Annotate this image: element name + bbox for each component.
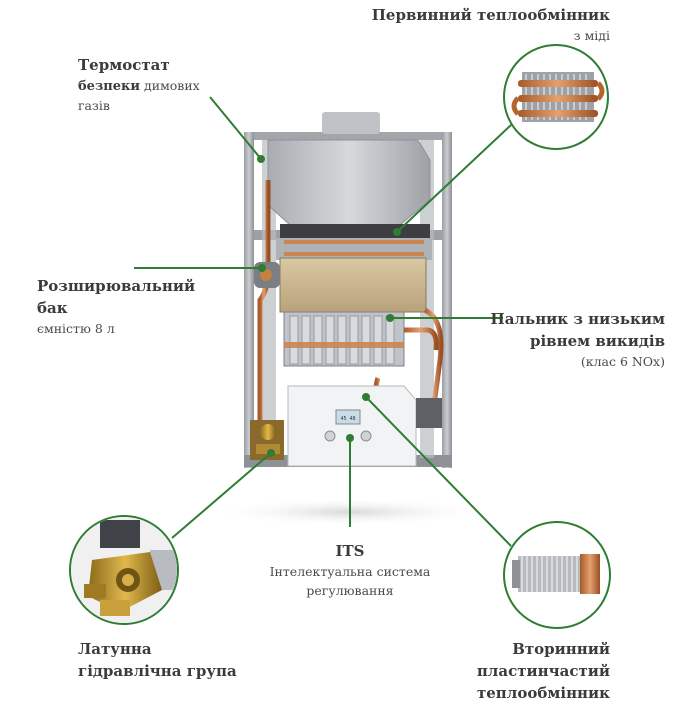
expansion-title-2: бак	[37, 299, 68, 317]
primary-hx-title: Первинний теплообмінник	[371, 6, 610, 24]
combustion-chamber	[279, 257, 427, 313]
dot-brass	[267, 449, 275, 457]
leader-dots	[257, 155, 401, 457]
burner-subtitle: (клас 6 NOx)	[580, 354, 665, 369]
leader-lines	[134, 96, 512, 547]
callout-its: ITS Інтелектуальна система регулювання	[250, 540, 450, 600]
leader-thermostat	[209, 96, 262, 160]
plate-heat-exchanger-icon	[503, 521, 611, 629]
dot-burner	[386, 314, 394, 322]
primary-heat-exchanger	[276, 238, 432, 260]
its-title: ITS	[335, 542, 365, 560]
dot-thermostat	[257, 155, 265, 163]
burner-title-1: Пальник з низьким	[490, 310, 665, 328]
callout-primary-heat-exchanger: Первинний теплообмінник з міді	[330, 4, 610, 45]
secondary-hx-title-3: теплообмінник	[476, 684, 610, 702]
thermostat-sub-rest: димових	[140, 78, 200, 93]
expansion-vessel	[254, 262, 280, 288]
thermostat-title: Термостат	[78, 56, 170, 74]
callout-expansion-vessel: Розширювальний бак ємністю 8 л	[37, 275, 207, 338]
leader-brass	[171, 452, 272, 539]
expansion-title-1: Розширювальний	[37, 277, 196, 295]
callout-secondary-heat-exchanger: Вторинний пластинчастий теплообмінник	[410, 638, 610, 704]
its-subtitle-2: регулювання	[306, 583, 394, 598]
burner	[283, 311, 405, 367]
burner-title-2: рівнем викидів	[529, 332, 665, 350]
callout-brass-group: Латунна гідравлічна група	[78, 638, 278, 682]
brass-title-2: гідравлічна група	[78, 662, 237, 680]
thermostat-subtitle: безпеки димових	[78, 76, 238, 96]
brass-valve-icon	[69, 515, 179, 625]
its-display-readout: 45 48	[340, 416, 355, 422]
its-control-box	[287, 385, 417, 467]
dot-its	[346, 434, 354, 442]
leader-primary-hx	[396, 124, 512, 233]
brass-title-1: Латунна	[78, 640, 152, 658]
copper-coil-icon	[503, 44, 609, 150]
leader-secondary-hx	[365, 396, 512, 547]
secondary-hx-title-1: Вторинний	[512, 640, 610, 658]
callout-thermostat: Термостат безпеки димових газів	[78, 54, 238, 115]
dot-secondary-hx	[362, 393, 370, 401]
gas-valve	[416, 398, 442, 428]
thermostat-sub-bold: безпеки	[78, 79, 141, 94]
expansion-subtitle: ємністю 8 л	[37, 321, 115, 336]
its-subtitle-1: Інтелектуальна система	[269, 564, 431, 579]
secondary-hx-title-2: пластинчастий	[476, 662, 610, 680]
primary-hx-subtitle: з міді	[573, 28, 610, 43]
flue-hood	[267, 112, 431, 238]
dot-expansion	[258, 264, 266, 272]
callout-burner: Пальник з низьким рівнем викидів (клас 6…	[435, 308, 665, 371]
dot-primary-hx	[393, 228, 401, 236]
thermostat-subtitle-2: газів	[78, 98, 110, 113]
hydraulic-group	[250, 420, 284, 460]
